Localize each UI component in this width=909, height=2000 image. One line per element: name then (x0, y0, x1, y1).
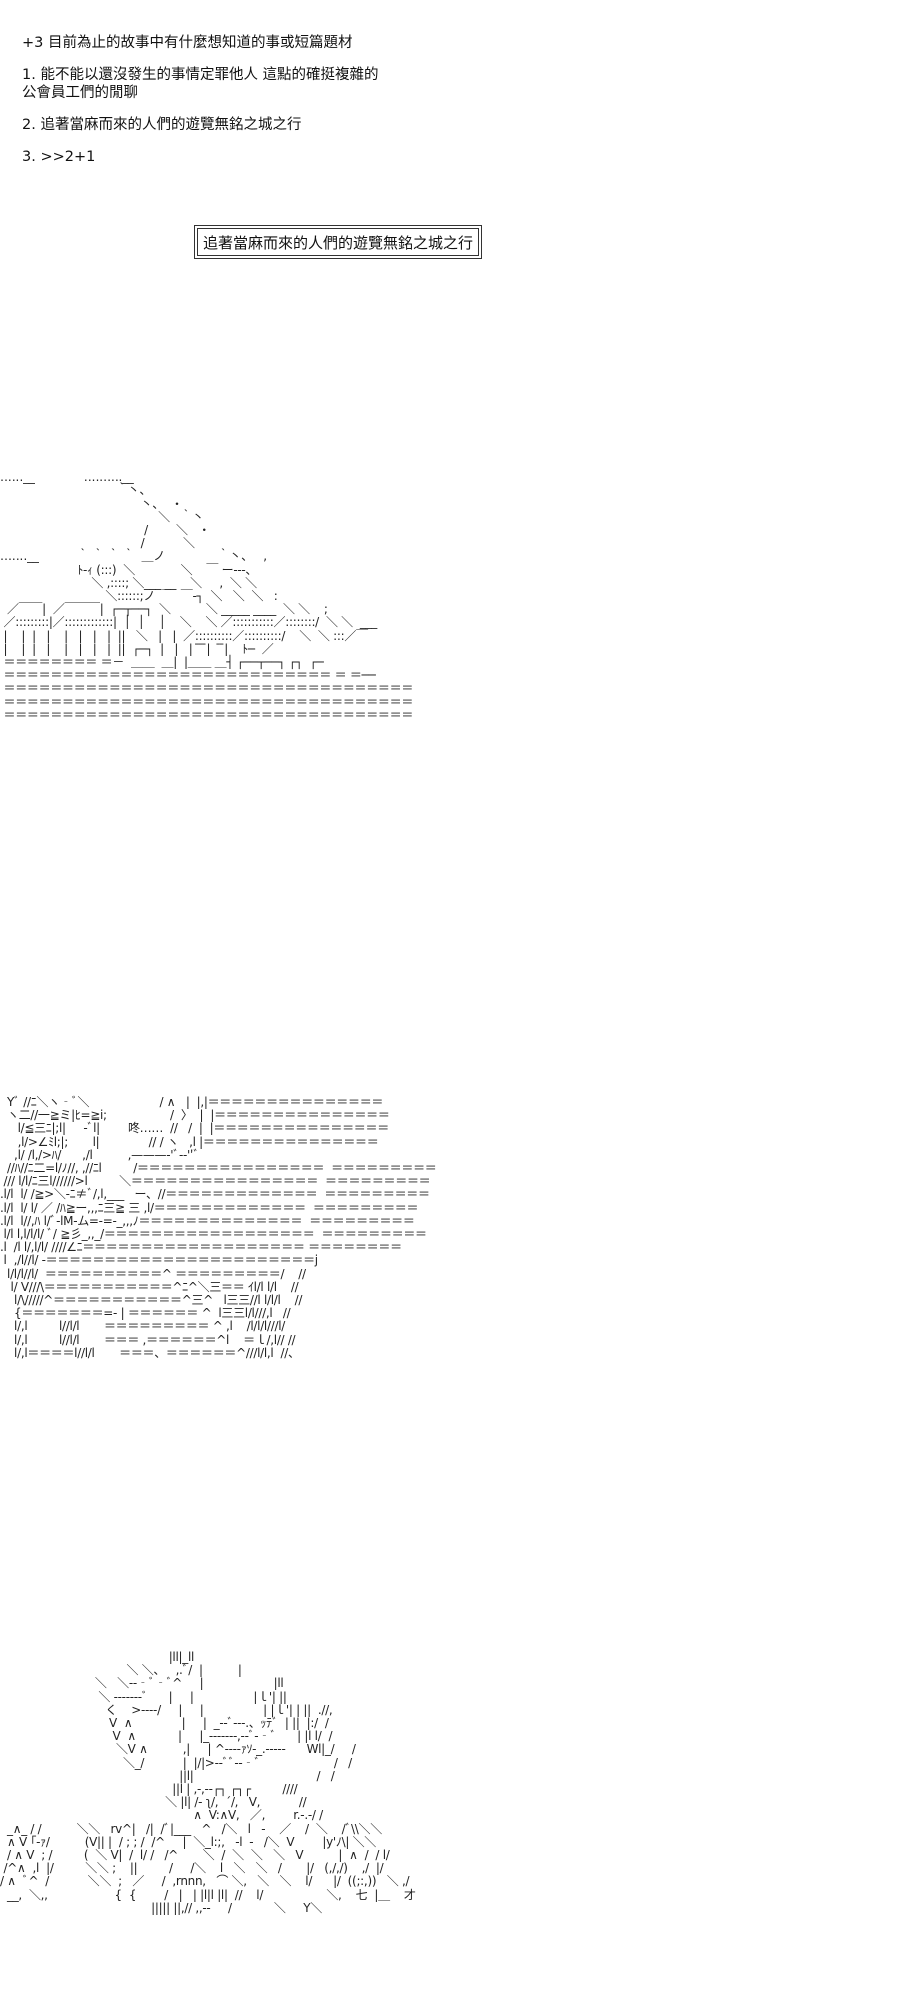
header-line-4: 3. >>2+1 (22, 149, 96, 165)
header-line-1: +3 目前為止的故事中有什麼想知道的事或短篇題材 (22, 35, 353, 51)
spacer (22, 52, 882, 66)
chapter-title-box: 追著當麻而來的人們的遊覽無銘之城之行 (194, 225, 483, 259)
ascii-art-crowd-scene: |ll|_ll ＼ ＼、 ,.ﾞ/ | | ＼ ＼--‐ﾞ‐ﾞ^ | |ll ＼… (0, 1650, 416, 1915)
header-line-2b: 公會員工們的閒聊 (22, 85, 138, 101)
header-text: +3 目前為止的故事中有什麼想知道的事或短篇題材 1. 能不能以還沒發生的事情定… (22, 34, 882, 166)
header-line-3: 2. 追著當麻而來的人們的遊覽無銘之城之行 (22, 117, 302, 133)
spacer (22, 134, 882, 148)
ascii-art-knock-scene: Yﾞ //ﾆ＼ヽ‐ﾞ＼ / ∧ | |,|＝＝＝＝＝＝＝＝＝＝＝＝＝＝＝ ヽ二/… (0, 1095, 437, 1360)
spacer (22, 102, 882, 116)
header-line-2a: 1. 能不能以還沒發生的事情定罪他人 這點的確挺複雜的 (22, 67, 379, 83)
ascii-art-castle-scene: ‥‥‥__ ‥‥…‥.__ ｀丶、 丶、 ・ ＼ ｀丶 (0, 470, 414, 722)
